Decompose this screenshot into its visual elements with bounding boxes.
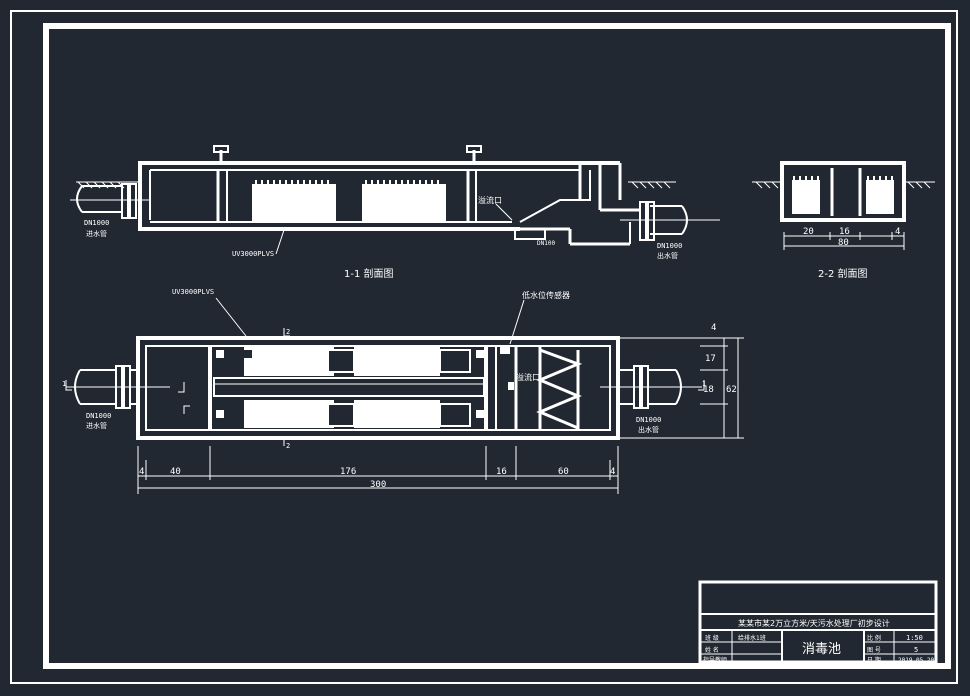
title-block [698, 580, 938, 664]
section-mark-1-right: 1 [702, 380, 706, 388]
row1-label: 班 级 [705, 634, 719, 642]
scale-value: 1:50 [906, 634, 923, 642]
plan-view [65, 297, 744, 494]
plan-outlet-dn-label: DN1000 [636, 416, 661, 424]
plan-inlet-name-label: 进水管 [86, 421, 107, 430]
section-2-2 [752, 161, 935, 250]
plan-uv-model-label: UV3000PLVS [172, 288, 214, 296]
sheet-value: 5 [914, 646, 918, 654]
dim-total-length: 300 [370, 480, 386, 490]
section-mark-1-left: 1 [62, 380, 66, 388]
section-1-1-caption: 1-1 剖面图 [344, 267, 394, 280]
inlet-name-label-1: 进水管 [86, 229, 107, 238]
section-mark-2-bottom: 2 [286, 442, 290, 450]
dim-bottom-3: 176 [340, 467, 356, 477]
row1-value: 给排水1班 [738, 634, 766, 642]
section-2-2-caption: 2-2 剖面图 [818, 267, 868, 280]
outlet-name-label-1: 出水管 [657, 251, 678, 260]
uv-model-label-1: UV3000PLVS [232, 250, 274, 258]
row2-label: 姓 名 [705, 646, 719, 654]
date-value: 2019.05.20 [898, 657, 935, 664]
section-2-2-dim-3: 4 [895, 227, 900, 237]
plan-inlet-dn-label: DN1000 [86, 412, 111, 420]
project-title: 某某市某2万立方米/天污水处理厂初步设计 [738, 618, 890, 628]
section-2-2-dim-1: 20 [803, 227, 814, 237]
section-1-1 [70, 145, 720, 255]
scale-label: 比 例 [867, 634, 881, 642]
outer-frame [10, 10, 958, 684]
level-sensor-label: 低水位传感器 [522, 290, 570, 300]
dim-bottom-6: 4 [610, 467, 615, 477]
inner-frame [43, 23, 951, 669]
small-pipe-label: DN100 [537, 240, 555, 247]
section-mark-2-top: 2 [286, 328, 290, 336]
plan-outlet-name-label: 出水管 [638, 425, 659, 434]
dim-total-width: 62 [726, 385, 737, 395]
dim-bottom-2: 40 [170, 467, 181, 477]
dim-right-3: 18 [703, 385, 714, 395]
dim-right-2: 17 [705, 354, 716, 364]
sheet-label: 图 号 [867, 647, 881, 654]
outlet-dn-label-1: DN1000 [657, 242, 682, 250]
inlet-dn-label-1: DN1000 [84, 219, 109, 227]
drawing-title: 消毒池 [802, 642, 841, 657]
dim-bottom-4: 16 [496, 467, 507, 477]
row3-label: 指导教师 [703, 656, 727, 664]
dim-bottom-1: 4 [139, 467, 144, 477]
section-2-2-dim-2: 16 [839, 227, 850, 237]
dim-right-1: 4 [711, 323, 716, 333]
overflow-label-1: 溢流口 [478, 195, 502, 205]
section-2-2-total: 80 [838, 238, 849, 248]
dim-bottom-5: 60 [558, 467, 569, 477]
date-label: 日 期 [867, 656, 881, 664]
plan-overflow-label: 溢流口 [516, 372, 540, 382]
